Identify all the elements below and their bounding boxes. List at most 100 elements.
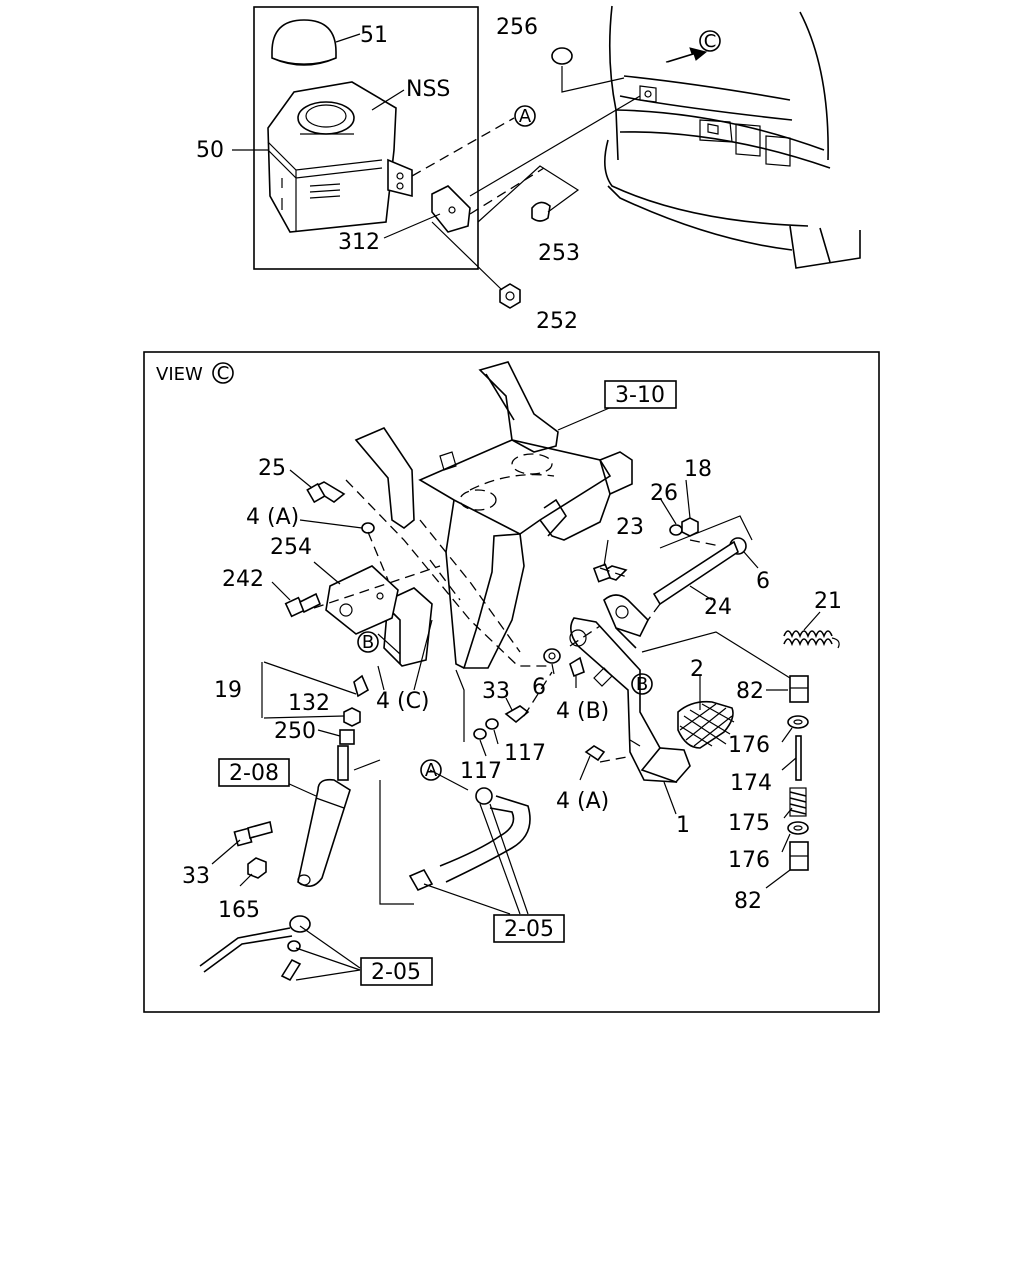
stopper-82-top [789, 675, 809, 703]
bolt-33-mid [504, 705, 530, 724]
callout-175: 175 [728, 811, 770, 836]
circle-ref-b-right: B [631, 673, 653, 695]
rod-174 [795, 735, 802, 781]
callout-4a-top: 4 (A) [246, 505, 299, 530]
washer-26 [669, 524, 683, 536]
view-c-frame [143, 351, 880, 1013]
callout-252: 252 [536, 309, 578, 334]
ref-box-3-10: 3-10 [604, 380, 677, 409]
brake-pedal-arm [569, 594, 678, 783]
callout-174: 174 [730, 771, 772, 796]
circle-ref-a-lower: A [420, 759, 442, 781]
callout-33-mid: 33 [482, 679, 510, 704]
view-arrow-icon [665, 47, 708, 63]
stopper-82-bottom [789, 841, 809, 871]
callout-50: 50 [196, 138, 224, 163]
plug-256 [551, 47, 573, 65]
reservoir-frame [253, 6, 479, 270]
pin-4a-lower [584, 745, 606, 762]
callout-312: 312 [338, 230, 380, 255]
ref-box-2-08-text: 2-08 [229, 761, 279, 786]
callout-33-left: 33 [182, 864, 210, 889]
callout-23: 23 [616, 515, 644, 540]
brake-pipe [199, 915, 311, 982]
nut-252 [499, 283, 521, 309]
callout-18: 18 [684, 457, 712, 482]
pushrod-assembly [337, 674, 370, 781]
callout-82-bottom: 82 [734, 889, 762, 914]
circle-ref-a-top-text: A [519, 106, 532, 127]
callout-19: 19 [214, 678, 242, 703]
callout-2: 2 [690, 657, 704, 682]
bolt-242 [284, 592, 322, 618]
view-label: VIEW C [156, 362, 234, 385]
reservoir-cap [271, 19, 337, 66]
callout-51: 51 [360, 23, 388, 48]
washer-117 [473, 718, 499, 740]
callout-labels: 51 NSS 50 312 253 252 256 25 4 (A) 254 2… [182, 15, 842, 923]
callout-1: 1 [676, 813, 690, 838]
circle-ref-b-left-text: B [362, 632, 374, 653]
callout-165: 165 [218, 898, 260, 923]
ref-box-2-05-a: 2-05 [493, 914, 565, 943]
circle-ref-a-lower-text: A [425, 760, 438, 781]
callout-24: 24 [704, 595, 732, 620]
nut-165 [247, 857, 267, 879]
circle-ref-c-top-text: C [704, 31, 717, 52]
callout-254: 254 [270, 535, 312, 560]
master-cylinder-2-08 [297, 778, 351, 887]
bolt-25 [306, 481, 346, 504]
callout-250: 250 [274, 719, 316, 744]
ref-box-2-05-b-text: 2-05 [371, 960, 421, 985]
ref-box-2-05-b: 2-05 [360, 957, 433, 986]
plate-254 [325, 565, 399, 635]
callout-176-top: 176 [728, 733, 770, 758]
reservoir-hose [408, 787, 531, 892]
callout-117-left: 117 [460, 759, 502, 784]
callout-26: 26 [650, 481, 678, 506]
callout-4c: 4 (C) [376, 689, 430, 714]
callout-132: 132 [288, 691, 330, 716]
circle-ref-b-left: B [357, 631, 379, 653]
ref-box-2-08: 2-08 [218, 758, 290, 787]
pedal-foot-plate [640, 747, 691, 783]
bolt-33-left [233, 821, 273, 847]
reservoir-assembly [232, 6, 545, 270]
circle-ref-b-right-text: B [636, 674, 648, 695]
ref-box-3-10-text: 3-10 [615, 383, 665, 408]
circle-ref-c-top: C [699, 30, 721, 52]
callout-82-top: 82 [736, 679, 764, 704]
view-label-text: VIEW [156, 364, 203, 385]
bolt-23 [592, 563, 628, 583]
view-label-ref: C [217, 363, 230, 384]
callout-4b: 4 (B) [556, 699, 609, 724]
spring-21 [783, 630, 840, 649]
pin-4b [569, 656, 585, 678]
callout-25: 25 [258, 456, 286, 481]
ref-box-2-05-a-text: 2-05 [504, 917, 554, 942]
washer-176-top [787, 715, 809, 729]
washer-176-bottom [787, 821, 809, 835]
callout-242: 242 [222, 567, 264, 592]
grommet-253 [531, 201, 551, 222]
leader-lines [211, 405, 821, 981]
shaft-24 [652, 540, 739, 606]
callout-6-left: 6 [532, 675, 546, 700]
callout-6-right: 6 [756, 569, 770, 594]
bracket-plate-312 [431, 185, 471, 233]
pedal-pad-2 [677, 700, 735, 749]
callout-nss: NSS [406, 77, 450, 102]
cab-front [604, 5, 861, 269]
callout-21: 21 [814, 589, 842, 614]
callout-4a-lower: 4 (A) [556, 789, 609, 814]
pin-4a-top [361, 522, 375, 534]
reservoir-tank [267, 81, 413, 233]
spring-175 [789, 787, 807, 817]
circle-ref-a-top: A [514, 105, 536, 127]
callout-253: 253 [538, 241, 580, 266]
pedal-bracket [354, 361, 633, 669]
callout-117-right: 117 [504, 741, 546, 766]
callout-256: 256 [496, 15, 538, 40]
bushing-6-left [543, 648, 561, 664]
